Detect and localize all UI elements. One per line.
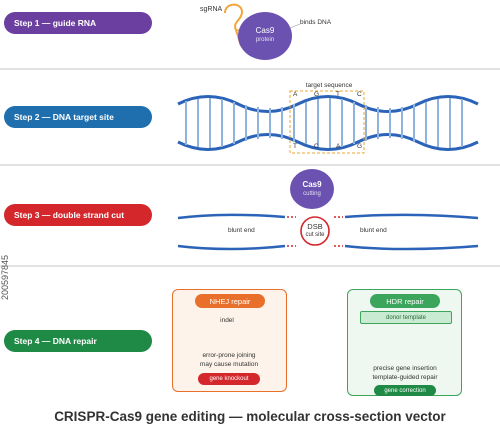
right-blunt-end: blunt end: [360, 227, 387, 234]
top-base-3: T: [336, 91, 340, 98]
nhej-description-1: error-prone joining: [202, 352, 256, 359]
dsb-title: DSB: [307, 222, 323, 231]
hdr-result: gene correction: [374, 385, 436, 396]
hdr-description-1: precise gene insertion: [373, 365, 437, 372]
top-base-1: A: [293, 91, 298, 98]
bottom-base-3: A: [336, 143, 341, 150]
dsb-subtitle: cut site: [305, 232, 325, 238]
divider-2: [0, 164, 500, 166]
bottom-base-1: T: [293, 143, 297, 150]
sgrna-label: sgRNA: [200, 6, 223, 13]
step-2-pill: Step 2 — DNA target site: [4, 106, 152, 128]
cas9-cutting-subtitle: cutting: [303, 191, 321, 197]
step-4-pill: Step 4 — DNA repair: [4, 330, 152, 352]
bottom-base-4: G: [357, 143, 363, 150]
dsb-cut-site: [300, 216, 330, 246]
target-sequence-label: target sequence: [305, 82, 353, 89]
cas9-cutting-title: Cas9: [302, 180, 322, 189]
page-title: CRISPR-Cas9 gene editing — molecular cro…: [54, 409, 446, 424]
step-3-pill: Step 3 — double strand cut: [4, 204, 152, 226]
nhej-description-2: may cause mutation: [199, 361, 259, 368]
divider-3: [0, 265, 500, 267]
target-sequence-box: [289, 90, 365, 154]
divider-1: [0, 68, 500, 70]
bottom-base-2: C: [314, 143, 319, 150]
cas9-cutting: [290, 169, 334, 209]
cas9-title: Cas9: [255, 26, 275, 35]
cut-dna-left: [177, 213, 296, 251]
nhej-result: gene knockout: [198, 373, 260, 385]
hdr-donor-template: donor template: [360, 311, 452, 324]
side-id-text: 200597845: [0, 254, 10, 300]
step-1-pill: Step 1 — guide RNA: [4, 12, 152, 34]
hdr-title: HDR repair: [370, 294, 440, 308]
top-base-4: C: [357, 91, 362, 98]
hdr-description-2: template-guided repair: [372, 374, 438, 381]
dna-ladder: [177, 95, 479, 151]
top-base-2: G: [314, 91, 320, 98]
binds-dna-pointer: [289, 23, 301, 29]
cas9-protein: [238, 12, 292, 60]
nhej-indel-label: indel: [220, 317, 234, 324]
left-blunt-end: blunt end: [228, 227, 255, 234]
cut-dna-right: [334, 213, 479, 251]
cas9-subtitle: protein: [255, 37, 275, 43]
binds-dna-label: binds DNA: [300, 19, 332, 26]
nhej-title: NHEJ repair: [195, 294, 265, 308]
